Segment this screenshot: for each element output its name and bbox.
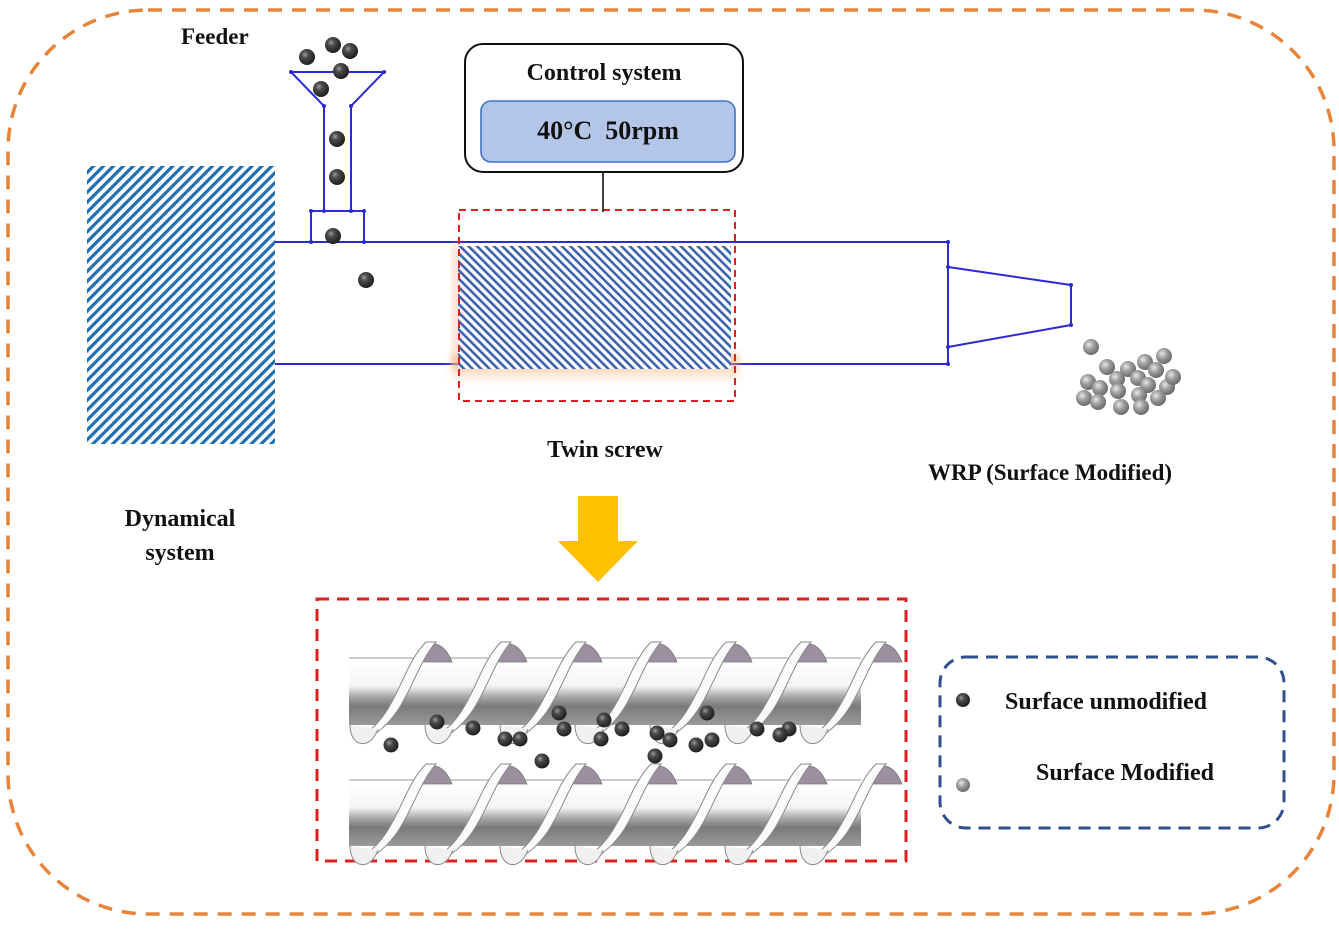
flight-lip	[724, 845, 754, 866]
unmodified-particle	[596, 712, 612, 728]
screw-flight	[424, 641, 528, 745]
legend-label-modified: Surface Modified	[1036, 760, 1214, 786]
dynamical-system-label-line1: Dynamical	[124, 506, 236, 532]
modified-particle	[1080, 374, 1096, 390]
dynamical-system-label-line2: system	[145, 540, 215, 566]
flight-lip	[499, 845, 529, 866]
unmodified-particle	[704, 732, 720, 748]
screw-flight	[574, 763, 678, 866]
feeder-particles	[299, 37, 374, 288]
unmodified-particle	[333, 63, 349, 79]
modified-particle	[1156, 348, 1172, 364]
unmodified-particle	[688, 737, 704, 753]
twin-screw-highlight-box	[458, 209, 736, 402]
unmodified-particle	[313, 81, 329, 97]
screw-flight	[499, 641, 603, 745]
modified-particle	[1148, 362, 1164, 378]
modified-particle	[1131, 387, 1147, 403]
modified-particle	[1109, 371, 1125, 387]
unmodified-particle	[299, 49, 315, 65]
modified-particle	[1099, 359, 1115, 375]
output-product-label: WRP (Surface Modified)	[928, 460, 1173, 485]
modified-particle	[1165, 369, 1181, 385]
flight-lip	[349, 845, 379, 866]
unmodified-particle	[749, 721, 765, 737]
screw-flight	[724, 763, 828, 866]
unmodified-particle	[497, 731, 513, 747]
control-settings-panel	[480, 100, 736, 163]
output-particles	[1076, 339, 1181, 415]
flight-lip	[574, 845, 604, 866]
legend-marker-modified	[956, 778, 970, 792]
unmodified-particle	[556, 721, 572, 737]
modified-particle	[1090, 394, 1106, 410]
unmodified-particle	[325, 37, 341, 53]
legend-label-unmodified: Surface unmodified	[1005, 689, 1208, 715]
modified-particle	[1083, 339, 1099, 355]
feeder-label: Feeder	[181, 24, 249, 49]
control-system-title: Control system	[526, 60, 682, 86]
flight-lip	[424, 724, 454, 745]
unmodified-particle	[593, 731, 609, 747]
flight-lip	[649, 845, 679, 866]
unmodified-particle	[662, 732, 678, 748]
screw-flight	[724, 641, 828, 745]
modified-particle	[1113, 399, 1129, 415]
extruder-die	[947, 266, 1072, 348]
unmodified-particle	[614, 721, 630, 737]
flight-lip	[724, 724, 754, 745]
unmodified-particle	[649, 725, 665, 741]
flight-lip	[424, 845, 454, 866]
flight-lip	[349, 724, 379, 745]
flight-lip	[799, 724, 829, 745]
screw-shaft	[349, 763, 903, 866]
modified-particle	[1076, 390, 1092, 406]
flight-lip	[799, 845, 829, 866]
screw-flight	[649, 763, 753, 866]
twin-screw-glow-left	[452, 245, 462, 370]
modified-particle	[1137, 354, 1153, 370]
unmodified-particle	[465, 720, 481, 736]
legend-marker-unmodified	[956, 693, 970, 707]
twin-screw-detail	[349, 641, 903, 866]
modified-particle	[1092, 380, 1108, 396]
unmodified-particle	[512, 731, 528, 747]
screw-flight	[349, 641, 453, 745]
unmodified-particle	[647, 748, 663, 764]
dynamical-system-block	[87, 166, 275, 444]
screw-flight	[424, 763, 528, 866]
modified-particle	[1150, 390, 1166, 406]
twin-screw-detail-box	[315, 597, 908, 863]
modified-particle	[1110, 383, 1126, 399]
unmodified-particle	[329, 131, 345, 147]
unmodified-particle	[429, 714, 445, 730]
unmodified-particle	[329, 169, 345, 185]
unmodified-particle	[534, 753, 550, 769]
screw-flight	[499, 763, 603, 866]
unmodified-particle	[383, 737, 399, 753]
unmodified-particle	[551, 705, 567, 721]
unmodified-particle	[772, 727, 788, 743]
twin-screw-label: Twin screw	[547, 437, 663, 463]
control-settings-value: 40°C 50rpm	[537, 116, 679, 145]
screw-flight	[799, 641, 903, 745]
feeder-vertices	[289, 70, 386, 244]
legend-box	[938, 655, 1286, 830]
modified-particle	[1133, 399, 1149, 415]
feeder-hopper	[290, 71, 387, 243]
die-vertices	[946, 240, 1073, 366]
down-arrow	[558, 496, 638, 582]
screw-flight	[799, 763, 903, 866]
unmodified-particle	[358, 272, 374, 288]
unmodified-particle	[325, 228, 341, 244]
twin-screw-block	[458, 246, 731, 369]
unmodified-particle	[699, 705, 715, 721]
screw-flight	[349, 763, 453, 866]
unmodified-particle	[342, 43, 358, 59]
